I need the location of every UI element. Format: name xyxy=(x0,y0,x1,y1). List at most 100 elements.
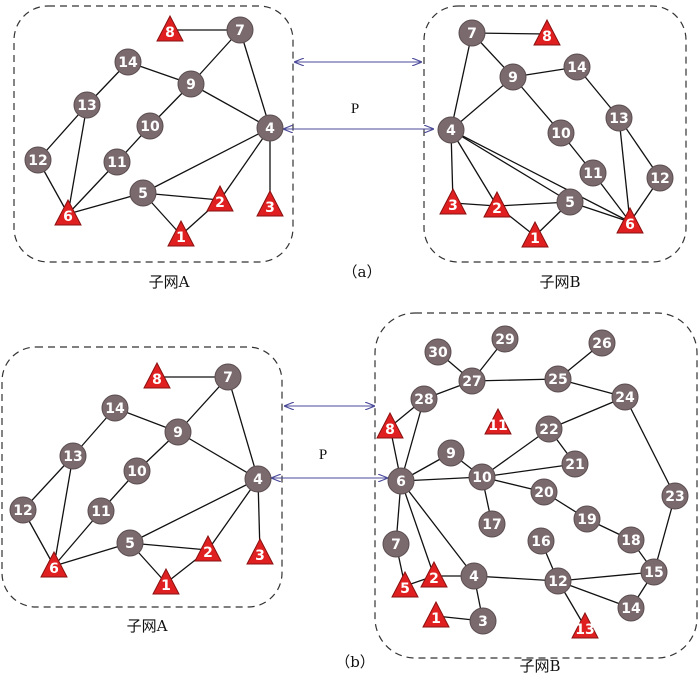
triangle-node-2: 2 xyxy=(483,190,511,218)
node-label: 12 xyxy=(28,153,47,169)
subnet-b-box-b xyxy=(374,312,698,659)
node-label: 8 xyxy=(385,422,395,438)
triangle-node-2: 2 xyxy=(420,560,448,588)
node-label: 6 xyxy=(49,561,59,577)
circle-node-12: 12 xyxy=(9,496,37,524)
node-label: 3 xyxy=(265,200,275,216)
node-label: 14 xyxy=(118,55,138,71)
node-label: 8 xyxy=(152,372,162,388)
circle-node-5: 5 xyxy=(129,179,157,207)
triangle-node-1: 1 xyxy=(422,600,450,628)
node-label: 11 xyxy=(583,166,602,182)
edge-5-4 xyxy=(129,478,259,544)
triangle-node-3: 3 xyxy=(246,537,274,565)
circle-node-12: 12 xyxy=(544,567,572,595)
node-label: 1 xyxy=(176,230,186,246)
edge-9-4 xyxy=(450,76,514,131)
circle-node-25: 25 xyxy=(544,365,572,393)
triangle-node-11: 11 xyxy=(484,407,512,435)
circle-node-19: 19 xyxy=(573,505,601,533)
node-label: 4 xyxy=(469,569,479,585)
node-label: 9 xyxy=(173,425,183,441)
subnet-a-title-b: 子网A xyxy=(127,617,168,635)
circle-node-6: 6 xyxy=(387,467,415,495)
node-label: 5 xyxy=(125,536,135,552)
node-label: 8 xyxy=(542,29,552,45)
circle-node-16: 16 xyxy=(527,527,555,555)
edge-10-21 xyxy=(481,463,576,478)
p-label-a: P xyxy=(351,101,359,117)
circle-node-9: 9 xyxy=(177,70,205,98)
circle-node-14: 14 xyxy=(101,394,129,422)
circle-node-11: 11 xyxy=(87,497,115,525)
edge-4-2 xyxy=(450,129,498,207)
triangle-node-2: 2 xyxy=(206,184,234,212)
circle-node-4: 4 xyxy=(256,114,284,142)
node-label: 23 xyxy=(665,489,684,505)
circle-node-10: 10 xyxy=(136,112,164,140)
node-label: 27 xyxy=(462,374,481,390)
node-label: 1 xyxy=(431,611,441,627)
node-label: 10 xyxy=(551,126,571,142)
circle-node-13: 13 xyxy=(605,104,633,132)
node-label: 11 xyxy=(91,504,110,520)
node-label: 29 xyxy=(495,332,514,348)
subnet-b-box-a xyxy=(423,5,687,263)
circle-node-23: 23 xyxy=(661,482,689,510)
edge-28-6 xyxy=(400,398,425,482)
node-label: 3 xyxy=(448,198,458,214)
circle-node-9: 9 xyxy=(499,63,527,91)
triangle-node-6: 6 xyxy=(616,206,644,234)
triangle-node-8: 8 xyxy=(156,14,184,42)
node-label: 6 xyxy=(625,217,635,233)
circle-node-14: 14 xyxy=(114,48,142,76)
node-label: 8 xyxy=(165,25,175,41)
node-label: 7 xyxy=(235,23,245,39)
circle-node-7: 7 xyxy=(226,16,254,44)
node-label: 1 xyxy=(161,578,171,594)
circle-node-9: 9 xyxy=(437,439,465,467)
edge-6-2 xyxy=(400,480,435,577)
circle-node-3: 3 xyxy=(469,607,497,635)
node-label: 16 xyxy=(531,534,550,550)
circle-node-4: 4 xyxy=(244,465,272,493)
node-label: 12 xyxy=(548,574,567,590)
edge-24-23 xyxy=(624,396,676,497)
edge-2-4 xyxy=(219,127,271,201)
node-label: 7 xyxy=(223,370,233,386)
node-label: 10 xyxy=(140,119,160,135)
triangle-node-1: 1 xyxy=(152,567,180,595)
node-label: 30 xyxy=(428,345,448,361)
node-label: 24 xyxy=(615,390,635,406)
subnet-b-title-a: 子网B xyxy=(539,273,580,291)
edge-9-4 xyxy=(190,83,271,129)
p-label-b: P xyxy=(319,447,327,463)
node-label: 12 xyxy=(650,171,669,187)
edge-7-4 xyxy=(239,29,271,129)
edge-13-6 xyxy=(618,117,631,223)
circle-node-26: 26 xyxy=(588,329,616,357)
node-label: 21 xyxy=(565,457,584,473)
circle-node-10: 10 xyxy=(468,463,496,491)
node-label: 7 xyxy=(467,26,477,42)
circle-node-11: 11 xyxy=(103,148,131,176)
edge-2-4 xyxy=(207,478,259,551)
node-label: 10 xyxy=(472,470,492,486)
circle-node-13: 13 xyxy=(59,442,87,470)
circle-node-14: 14 xyxy=(617,594,645,622)
edge-13-6 xyxy=(53,455,74,567)
node-label: 5 xyxy=(565,195,575,211)
node-label: 14 xyxy=(105,401,125,417)
node-label: 18 xyxy=(621,533,640,549)
triangle-node-1: 1 xyxy=(167,219,195,247)
node-label: 9 xyxy=(508,70,518,86)
circle-node-4: 4 xyxy=(460,562,488,590)
node-label: 3 xyxy=(255,548,265,564)
node-label: 25 xyxy=(548,372,567,388)
edge-6-10 xyxy=(400,476,483,482)
node-label: 13 xyxy=(63,449,82,465)
node-label: 4 xyxy=(265,121,275,137)
